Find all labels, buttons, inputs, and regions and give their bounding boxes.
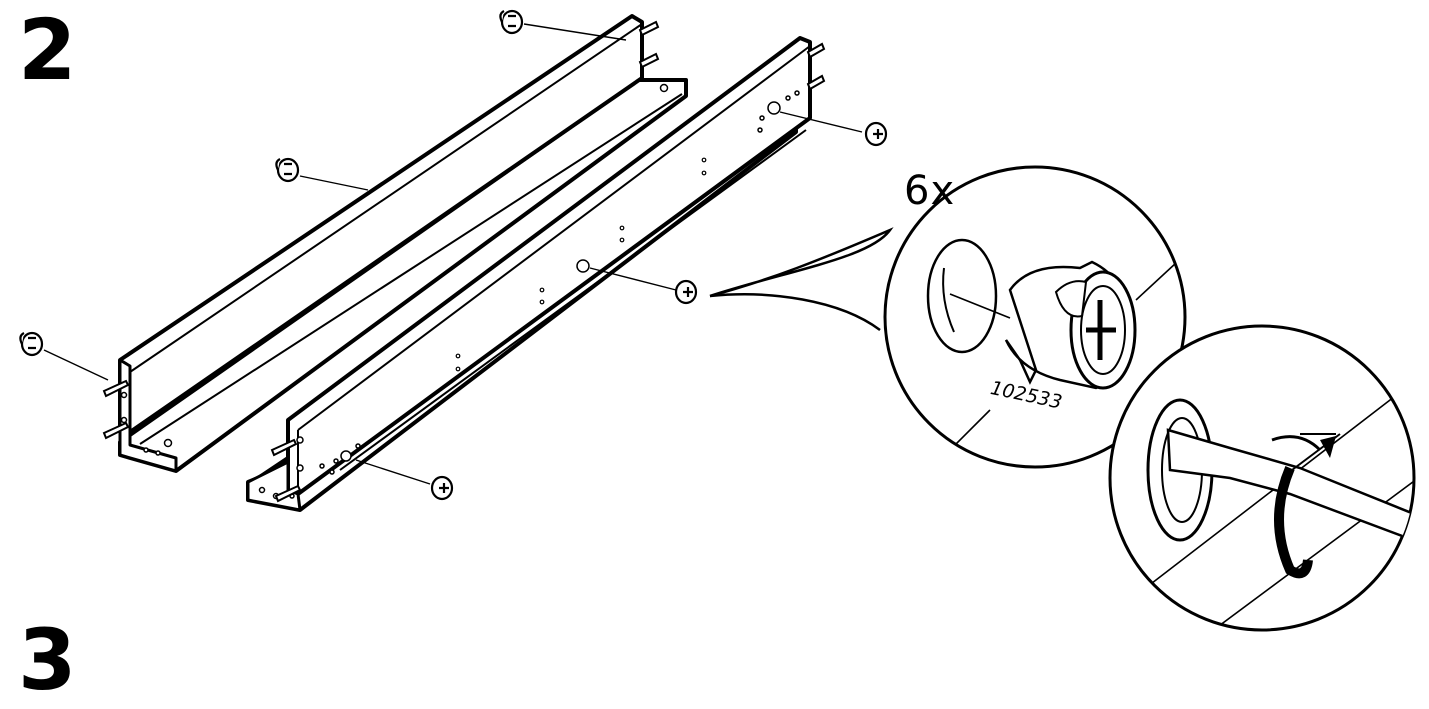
- cam-fittings: [20, 11, 886, 499]
- leader-lines: [44, 24, 862, 484]
- quantity-label: 6x: [904, 168, 956, 214]
- turn-detail: [1110, 326, 1429, 640]
- rail-a: [120, 16, 686, 471]
- dowels-rail-b: [272, 44, 824, 501]
- detail-callout: [710, 167, 1190, 470]
- step-number: 2: [18, 1, 77, 99]
- illustration: [0, 0, 1429, 640]
- dowels-rail-a: [104, 22, 658, 438]
